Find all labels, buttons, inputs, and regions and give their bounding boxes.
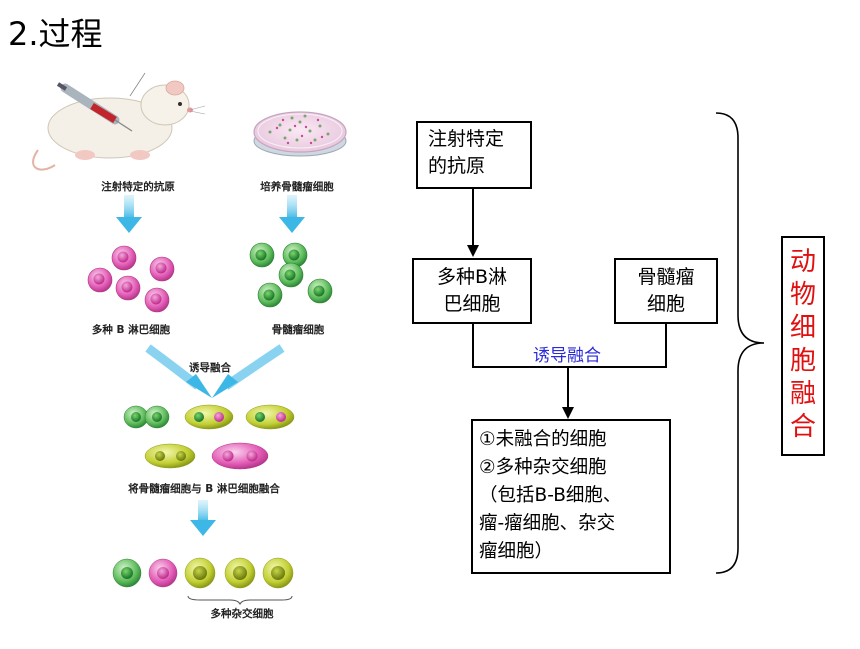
- connector-line: [472, 324, 474, 368]
- result-line: ①未融合的细胞: [479, 429, 607, 450]
- induce-fusion-label: 诱导融合: [497, 341, 637, 366]
- hybrid-cells-row: [112, 557, 294, 589]
- category-char: 细: [789, 313, 816, 343]
- category-char: 胞: [789, 346, 816, 376]
- arrow-down-icon: [116, 195, 142, 233]
- curly-brace-icon: [715, 112, 765, 574]
- process-illustration: 注射特定的抗原 培养骨髓瘤细胞 多种 B 淋巴细胞 骨髓瘤细胞 诱导融合 将骨髓…: [0, 0, 430, 645]
- label-hybrid-cells: 多种杂交细胞: [210, 608, 274, 620]
- b-lymphocytes-cluster: [87, 245, 175, 313]
- category-char: 融: [789, 379, 816, 409]
- hybrids-brace: [187, 595, 293, 606]
- connector-line: [472, 366, 667, 368]
- category-box: 动 物 细 胞 融 合: [781, 236, 825, 456]
- b-cells-line: 多种B淋: [436, 266, 508, 288]
- label-fusing-cells: 将骨髓瘤细胞与 B 淋巴细胞融合: [128, 483, 280, 495]
- category-char: 合: [789, 412, 816, 442]
- arrow-head-icon: [562, 407, 574, 419]
- arrow-down-icon: [279, 195, 305, 233]
- result-line: 瘤细胞）: [479, 541, 554, 562]
- arrow-line: [472, 189, 474, 247]
- label-myeloma-cells: 骨髓瘤细胞: [271, 324, 325, 336]
- b-cells-line: 巴细胞: [443, 293, 501, 315]
- petri-dish-icon: [253, 111, 347, 157]
- category-char: 动: [789, 247, 816, 277]
- mouse-icon: [32, 80, 206, 171]
- category-char: 物: [789, 280, 816, 310]
- antigen-line: 的抗原: [428, 155, 486, 177]
- antigen-box: 注射特定 的抗原: [416, 121, 532, 189]
- connector-line: [665, 324, 667, 368]
- myeloma-box: 骨髓瘤 细胞: [614, 258, 718, 324]
- myeloma-line: 细胞: [646, 293, 685, 315]
- antigen-line: 注射特定: [428, 128, 505, 150]
- b-cells-box: 多种B淋 巴细胞: [412, 258, 532, 324]
- result-box: ①未融合的细胞 ②多种杂交细胞 （包括B-B细胞、 瘤-瘤细胞、杂交 瘤细胞）: [471, 419, 671, 574]
- result-line: （包括B-B细胞、: [479, 485, 622, 506]
- merge-arrows-icon: [145, 344, 285, 398]
- label-b-lymphocytes: 多种 B 淋巴细胞: [91, 324, 171, 336]
- result-line: 瘤-瘤细胞、杂交: [479, 513, 616, 534]
- arrow-line: [567, 366, 569, 410]
- arrow-down-icon: [190, 500, 216, 536]
- fusing-cells-row: [123, 404, 295, 430]
- fusing-cells-row: [144, 442, 269, 470]
- arrow-head-icon: [467, 245, 479, 257]
- illustration-graphic: [32, 72, 347, 606]
- myeloma-line: 骨髓瘤: [637, 266, 695, 288]
- label-culture-myeloma: 培养骨髓瘤细胞: [260, 181, 334, 193]
- myeloma-cells-cluster: [249, 242, 333, 308]
- label-inject-antigen: 注射特定的抗原: [101, 181, 175, 193]
- page-title: 2.过程: [8, 15, 103, 53]
- label-induce-fusion: 诱导融合: [189, 362, 231, 374]
- result-line: ②多种杂交细胞: [479, 457, 607, 478]
- syringe-icon: [56, 72, 146, 132]
